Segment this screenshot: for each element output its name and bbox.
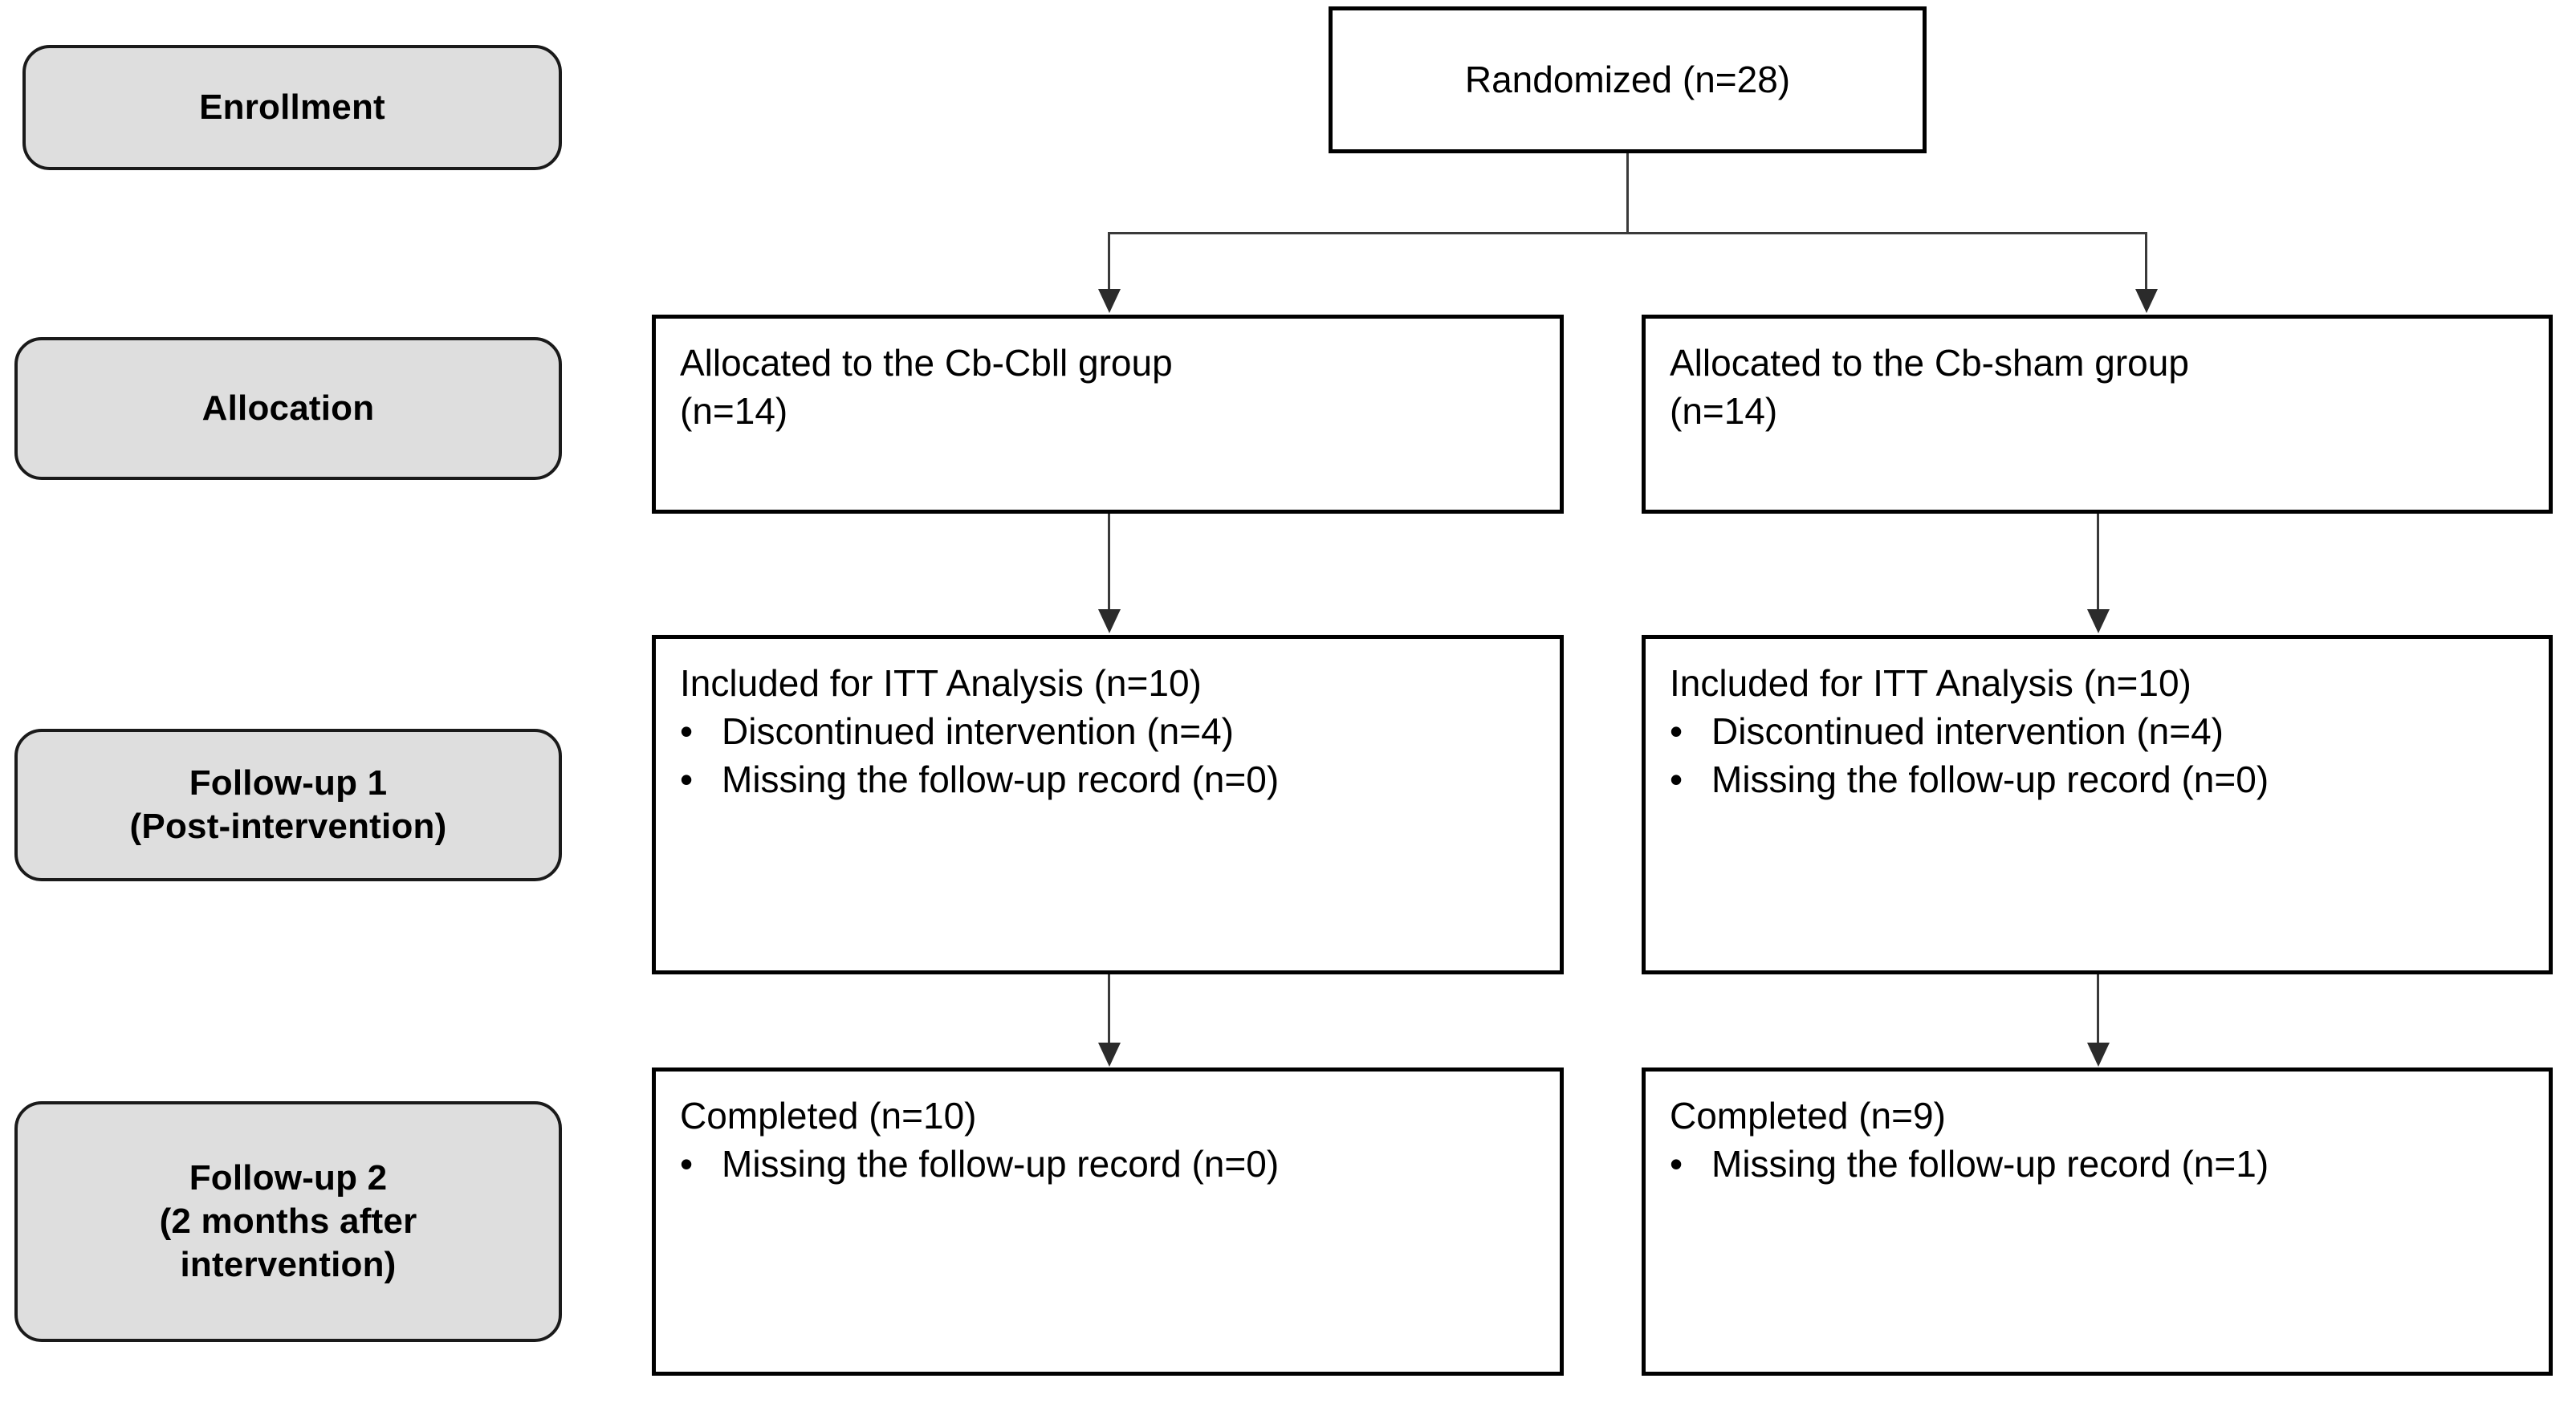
node-followup2-right: Completed (n=9) Missing the follow-up re…: [1642, 1068, 2553, 1376]
stage-label-followup-1: Follow-up 1 (Post-intervention): [14, 729, 562, 881]
node-heading: Completed (n=10): [680, 1095, 977, 1137]
stage-label-line: intervention): [180, 1244, 397, 1284]
node-text-line: (n=14): [1670, 389, 1778, 432]
arrow-head-allocation-left: [1098, 289, 1121, 313]
node-bullet: Missing the follow-up record (n=0): [1670, 756, 2525, 804]
connector-fork-right-drop: [2145, 232, 2147, 290]
stage-label-line: Enrollment: [199, 87, 385, 128]
node-heading: Included for ITT Analysis (n=10): [1670, 662, 2191, 704]
node-bullet: Discontinued intervention (n=4): [1670, 708, 2525, 756]
node-bullet: Missing the follow-up record (n=0): [680, 756, 1536, 804]
connector-fork-horizontal: [1108, 232, 2147, 234]
node-randomized-text: Randomized (n=28): [1464, 58, 1791, 100]
node-heading: Included for ITT Analysis (n=10): [680, 662, 1202, 704]
connector-alloc-left-to-fu1: [1108, 514, 1110, 610]
node-randomized: Randomized (n=28): [1329, 6, 1927, 153]
stage-label-allocation: Allocation: [14, 337, 562, 480]
node-text-line: Allocated to the Cb-Cbll group: [680, 342, 1173, 384]
node-text-line: Allocated to the Cb-sham group: [1670, 342, 2189, 384]
stage-label-line: Follow-up 2: [189, 1158, 388, 1198]
node-allocation-left: Allocated to the Cb-Cbll group (n=14): [652, 315, 1564, 514]
node-heading: Completed (n=9): [1670, 1095, 1946, 1137]
stage-label-line: Follow-up 1: [189, 763, 388, 803]
connector-fork-left-drop: [1108, 232, 1110, 290]
stage-label-line: (2 months after: [159, 1202, 417, 1242]
stage-label-line: (Post-intervention): [129, 807, 447, 846]
node-followup1-right: Included for ITT Analysis (n=10) Discont…: [1642, 635, 2553, 974]
connector-alloc-right-to-fu1: [2097, 514, 2099, 610]
connector-fu1-left-to-fu2: [1108, 974, 1110, 1043]
node-bullet: Discontinued intervention (n=4): [680, 708, 1536, 756]
arrow-head-followup2-left: [1098, 1043, 1121, 1067]
node-followup1-left: Included for ITT Analysis (n=10) Discont…: [652, 635, 1564, 974]
arrow-head-followup1-right: [2087, 609, 2110, 633]
arrow-head-followup1-left: [1098, 609, 1121, 633]
arrow-head-allocation-right: [2135, 289, 2158, 313]
connector-randomized-stem: [1626, 153, 1629, 233]
stage-label-enrollment: Enrollment: [22, 45, 562, 170]
node-text-line: (n=14): [680, 389, 788, 432]
arrow-head-followup2-right: [2087, 1043, 2110, 1067]
node-bullet: Missing the follow-up record (n=0): [680, 1141, 1536, 1189]
stage-label-followup-2: Follow-up 2 (2 months after intervention…: [14, 1101, 562, 1342]
connector-fu1-right-to-fu2: [2097, 974, 2099, 1043]
stage-label-line: Allocation: [201, 388, 375, 429]
node-followup2-left: Completed (n=10) Missing the follow-up r…: [652, 1068, 1564, 1376]
node-bullet: Missing the follow-up record (n=1): [1670, 1141, 2525, 1189]
node-allocation-right: Allocated to the Cb-sham group (n=14): [1642, 315, 2553, 514]
